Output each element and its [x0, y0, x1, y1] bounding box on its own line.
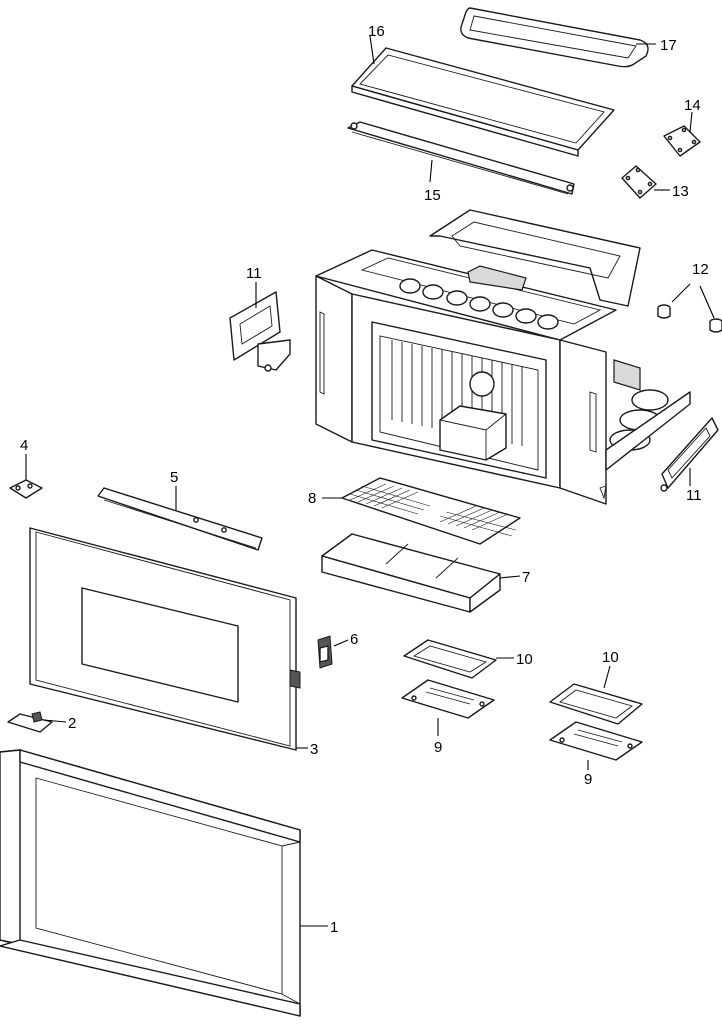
callout-13: 13 [672, 183, 689, 200]
callout-1: 1 [330, 919, 338, 936]
callout-11-left: 11 [246, 265, 262, 282]
callout-12: 12 [692, 261, 709, 278]
part-10-gasket-left [403, 639, 497, 679]
callout-7: 7 [522, 569, 530, 586]
callout-8: 8 [308, 490, 316, 507]
callout-17: 17 [660, 37, 677, 54]
callout-3: 3 [310, 741, 318, 758]
callout-14: 14 [684, 97, 701, 114]
leader-lines [25, 35, 715, 927]
part-2-bracket [7, 711, 53, 733]
callout-11-right: 11 [686, 487, 702, 504]
part-17-top-gasket [460, 7, 649, 68]
callout-2: 2 [68, 715, 76, 732]
part-12-spacers [657, 304, 722, 333]
part-8-grate [341, 477, 521, 545]
callout-15: 15 [424, 187, 441, 204]
callout-10-right: 10 [602, 649, 619, 666]
callout-6: 6 [350, 631, 358, 648]
firebox-housing [315, 209, 691, 505]
part-1-surround-frame [0, 749, 301, 1017]
callout-4: 4 [20, 437, 28, 454]
callout-10-left: 10 [516, 651, 533, 668]
part-9-plate-left [401, 679, 495, 719]
part-5-trim-bar [97, 487, 263, 551]
part-10-gasket-right [549, 683, 643, 725]
part-14-cover-plate [663, 125, 701, 157]
part-7-tray [321, 533, 501, 613]
part-16-top-cover [351, 47, 615, 157]
part-15-support-bar [347, 121, 575, 195]
part-11-left-bracket [229, 291, 291, 372]
part-3-door-frame [29, 527, 301, 751]
part-4-hinge [9, 479, 43, 499]
part-11-right-bracket [660, 417, 719, 492]
part-9-plate-right [549, 721, 643, 761]
callout-16: 16 [368, 23, 385, 40]
callout-9-right: 9 [584, 771, 592, 788]
callout-9-left: 9 [434, 739, 442, 756]
part-6-latch [317, 635, 333, 669]
part-13-cover-plate [621, 165, 657, 199]
callout-5: 5 [170, 469, 178, 486]
